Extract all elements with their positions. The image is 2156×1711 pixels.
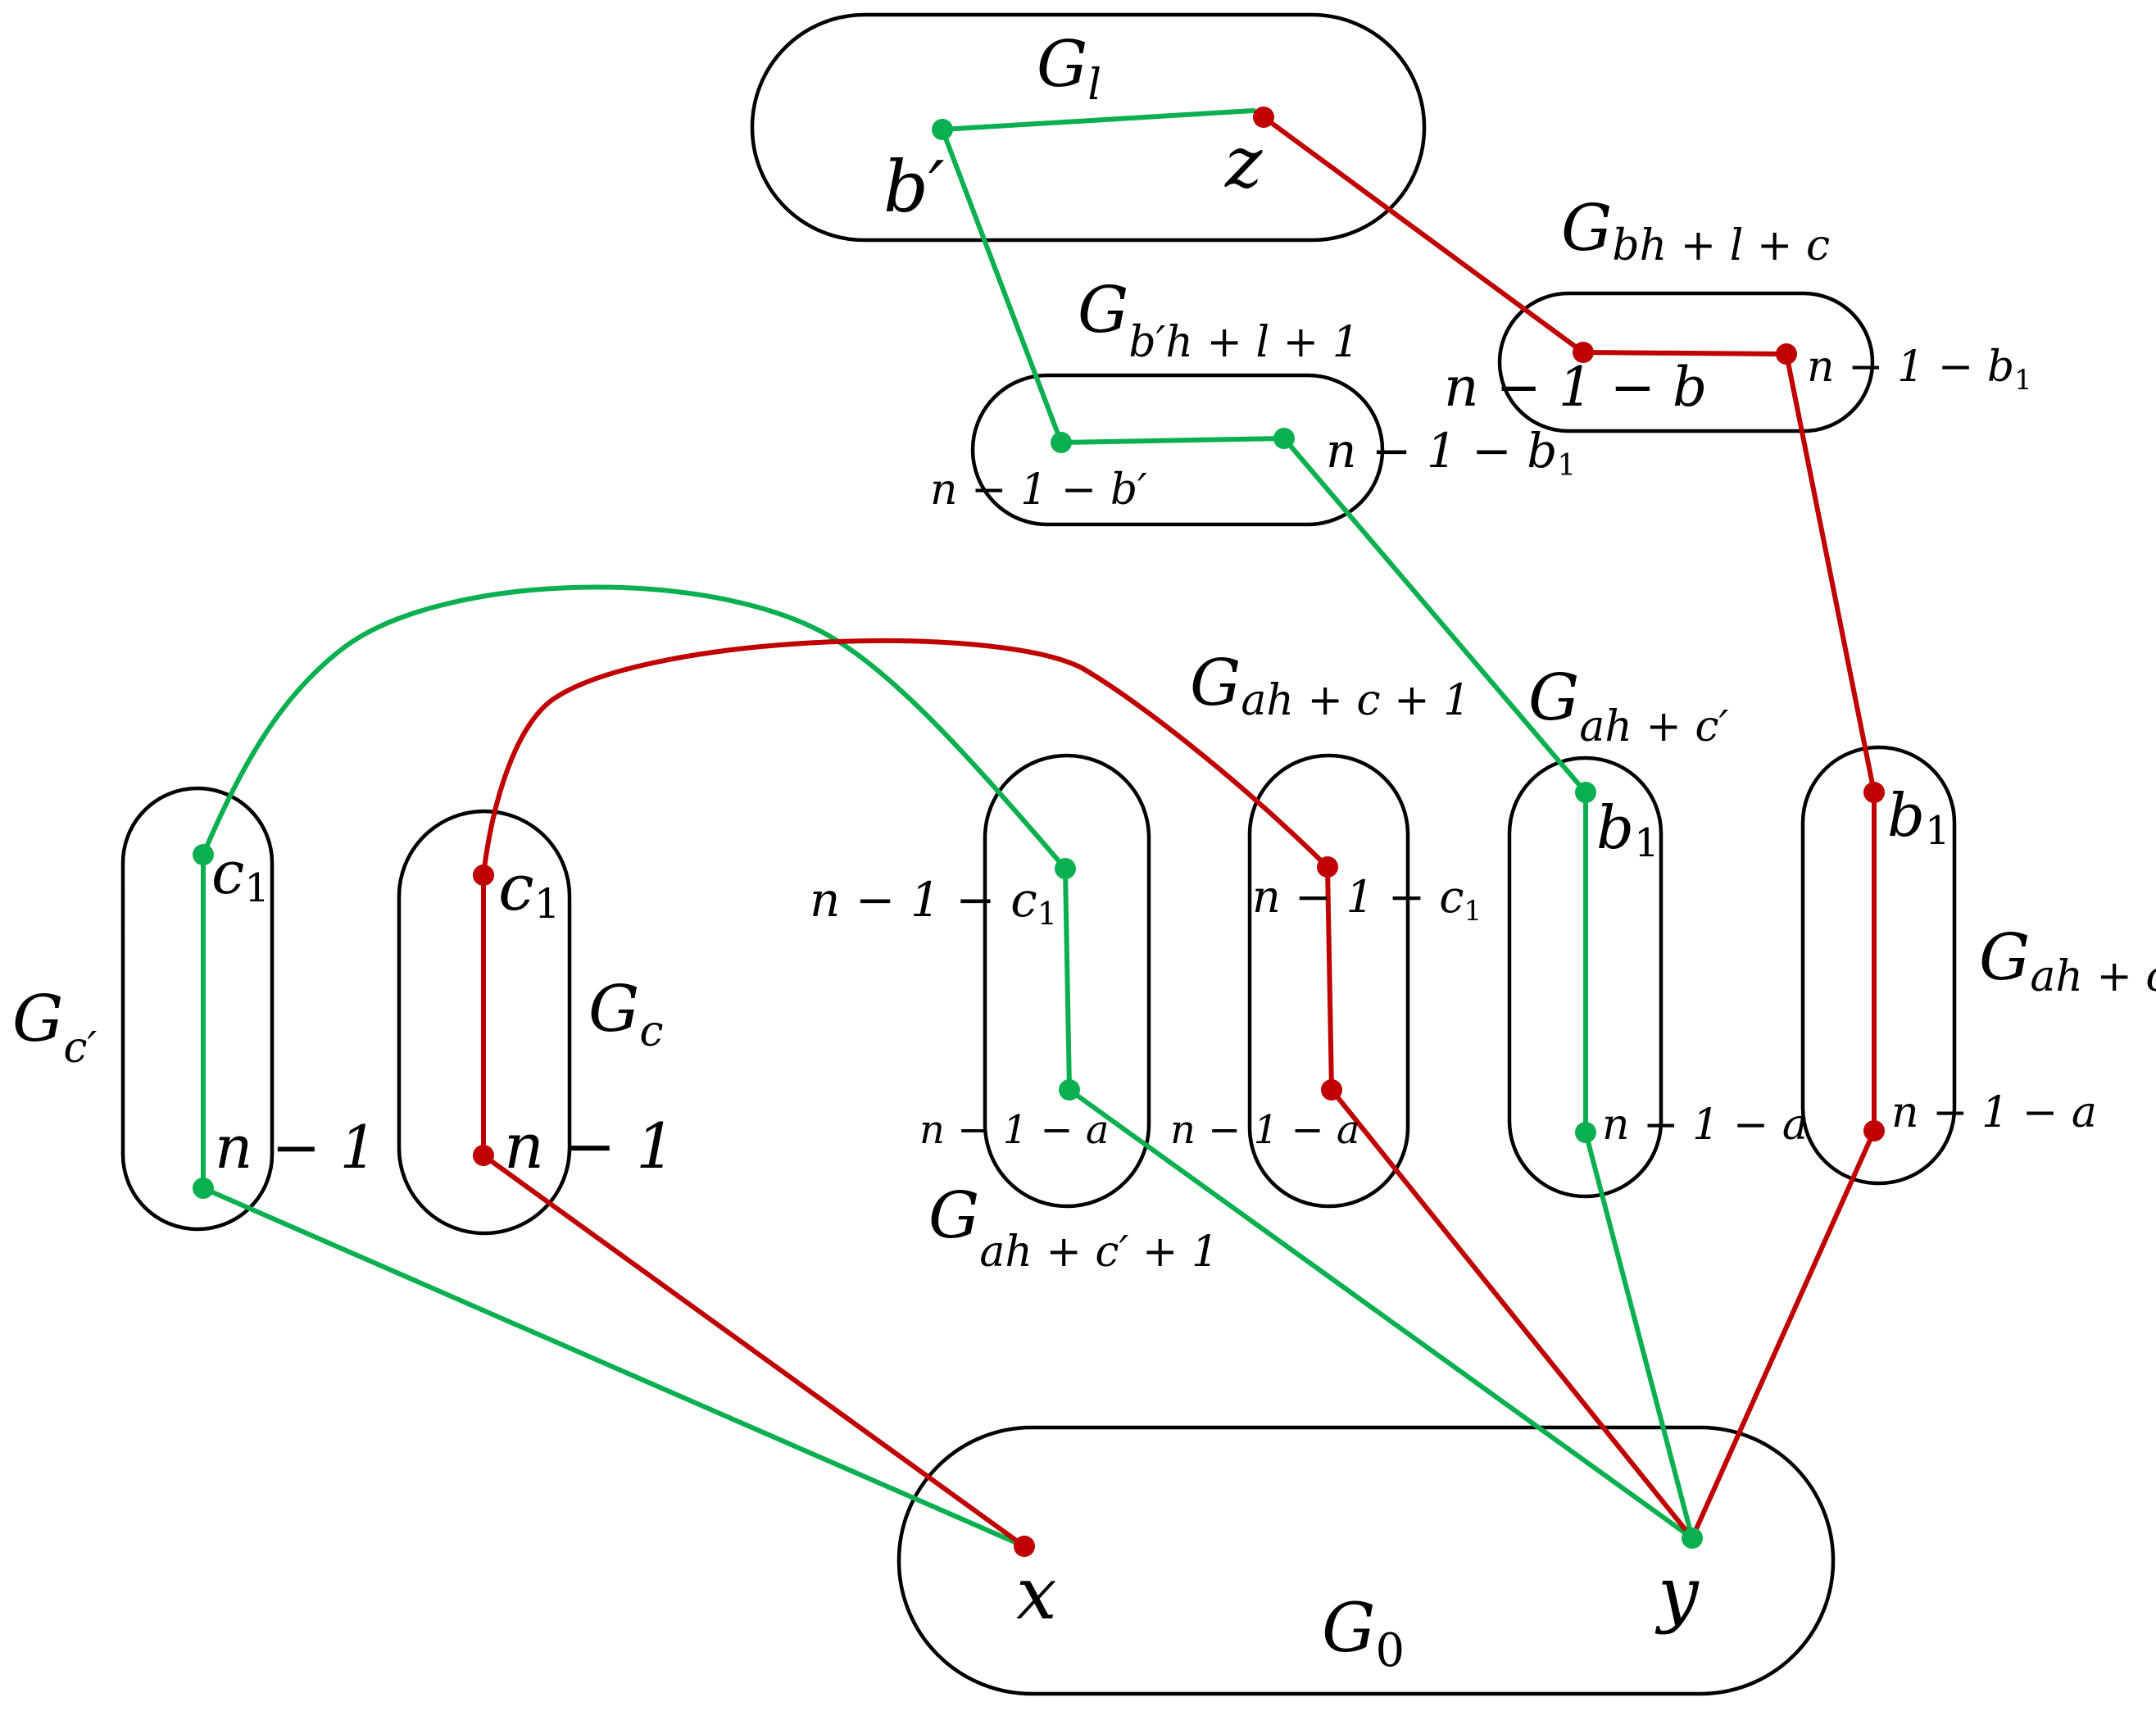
- vertex-y: [1682, 1527, 1703, 1549]
- label-gc-n1: n − 1: [504, 1110, 675, 1182]
- subgraph-gb1-outline: [970, 373, 1385, 527]
- label-gb1-right: n − 1 − b1: [1326, 423, 1576, 483]
- label-gcp-c1: c1: [211, 838, 270, 911]
- vertex-gbc-right: [1776, 343, 1797, 365]
- vertices: [193, 107, 1885, 1557]
- vertex-gahc-b1: [1863, 782, 1885, 803]
- vertex-gahc1-top: [1317, 856, 1338, 878]
- subgraph-gahc1-outline: [1247, 753, 1410, 1209]
- label-gbc-left: n − 1 − b: [1444, 356, 1707, 419]
- vertex-bprime: [932, 119, 953, 140]
- vertex-gc-c1: [473, 865, 494, 886]
- label-gahc1: Gah + c + 1: [1190, 647, 1470, 725]
- label-gahcp1-bottom: n − 1 − a: [919, 1107, 1110, 1153]
- subgraph-gc-outline: [397, 809, 572, 1236]
- label-gahc1-bottom: n − 1 − a: [1170, 1107, 1360, 1153]
- vertex-gb1-right: [1273, 428, 1295, 449]
- label-gahcp1-top: n − 1 − c1: [810, 872, 1057, 932]
- label-gbc-right: n − 1 − b1: [1807, 343, 2032, 397]
- label-gb1-left: n − 1 − b′: [930, 465, 1147, 515]
- subgraph-gbc-outline: [1497, 291, 1875, 433]
- vertex-x: [1014, 1536, 1035, 1557]
- green-path: [201, 108, 1695, 1549]
- red-path: [481, 115, 1877, 1549]
- label-gcp: Gc′: [12, 983, 97, 1073]
- vertex-gc-n1: [473, 1145, 494, 1166]
- label-gahc-b1: b1: [1887, 781, 1950, 854]
- vertex-gahc1-bottom: [1321, 1079, 1342, 1101]
- label-gc: Gc: [588, 973, 663, 1056]
- label-z: z: [1224, 122, 1263, 204]
- label-g0: G0: [1322, 1590, 1405, 1677]
- subgraph-gl-outline: [750, 12, 1427, 243]
- label-gahc-bottom: n − 1 − a: [1891, 1088, 2097, 1137]
- vertex-gahcp1-top: [1055, 858, 1076, 879]
- vertex-gahcp-b1: [1575, 782, 1596, 803]
- label-gahcp: Gah + c′: [1528, 661, 1729, 751]
- label-gahcp-bottom: n − 1 − a: [1602, 1101, 1808, 1150]
- subgraph-gahc-outline: [1800, 745, 1957, 1186]
- label-gahc: Gah + c: [1979, 921, 2156, 1001]
- label-gahc1-top: n − 1 − c1: [1252, 871, 1482, 928]
- label-gl: Gl: [1037, 28, 1101, 110]
- vertex-gahcp1-bottom: [1059, 1079, 1080, 1101]
- subgraph-gahcp1-outline: [983, 753, 1151, 1209]
- label-y: y: [1654, 1551, 1700, 1636]
- subgraph-gcp-outline: [120, 786, 275, 1232]
- vertex-gb1-left: [1051, 432, 1072, 453]
- vertex-gahcp-bottom: [1575, 1122, 1596, 1143]
- label-gahcp1: Gah + c′ + 1: [928, 1179, 1219, 1277]
- subgraph-gahcp-outline: [1507, 756, 1664, 1199]
- vertex-gahc-bottom: [1863, 1120, 1885, 1141]
- label-gahcp-b1: b1: [1596, 793, 1659, 866]
- label-gb1: Gb′h + l + 1: [1078, 274, 1359, 367]
- label-gc-c1: c1: [498, 851, 561, 928]
- label-bprime: b′: [883, 147, 945, 229]
- vertex-gcp-n1: [193, 1178, 214, 1199]
- label-x: x: [1016, 1551, 1057, 1636]
- vertex-gcp-c1: [193, 844, 214, 865]
- label-gcp-n1: n − 1: [215, 1113, 377, 1182]
- vertex-z: [1253, 107, 1274, 128]
- subgraph-g0-outline: [896, 1425, 1836, 1696]
- vertex-gbc-left: [1573, 342, 1594, 363]
- label-gbc: Gbh + l + c: [1561, 192, 1830, 270]
